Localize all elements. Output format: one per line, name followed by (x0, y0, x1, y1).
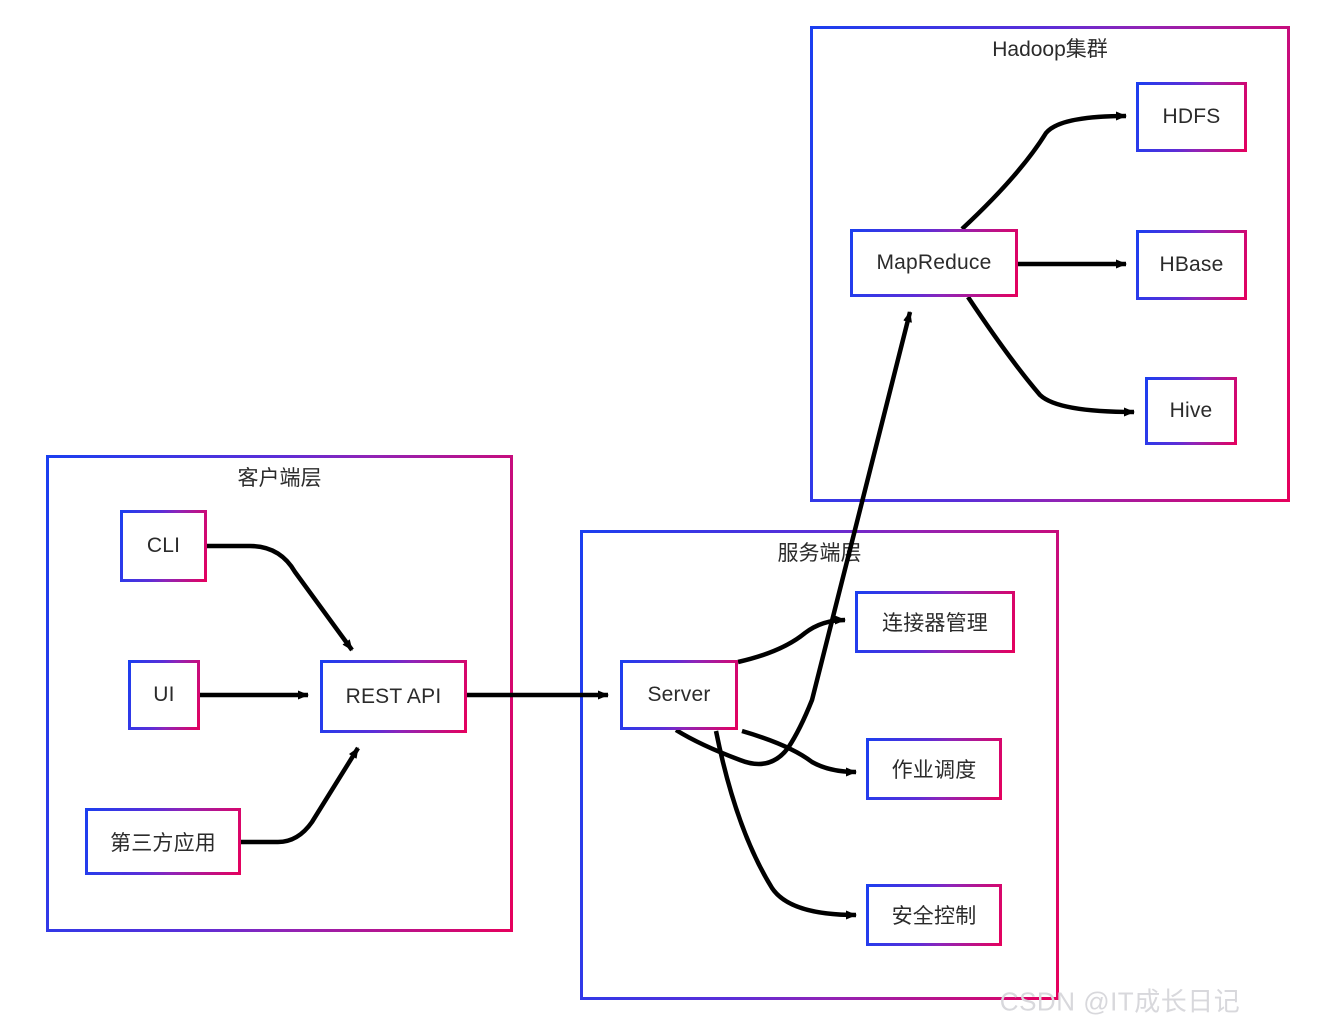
node-hive-label: Hive (1169, 399, 1213, 422)
node-cli[interactable]: CLI (120, 510, 207, 582)
group-server-layer-label: 服务端层 (777, 542, 862, 565)
node-job-scheduling-label: 作业调度 (891, 759, 977, 782)
node-cli-label: CLI (146, 534, 181, 557)
watermark: CSDN @IT成长日记 (999, 986, 1241, 1017)
node-hive[interactable]: Hive (1145, 377, 1237, 445)
node-hdfs-label: HDFS (1162, 105, 1221, 128)
node-hbase-label: HBase (1159, 253, 1224, 276)
node-server[interactable]: Server (620, 660, 738, 730)
node-job-scheduling[interactable]: 作业调度 (866, 738, 1002, 800)
node-ui[interactable]: UI (128, 660, 200, 730)
node-mapreduce-label: MapReduce (876, 251, 992, 274)
node-mapreduce[interactable]: MapReduce (850, 229, 1018, 297)
node-rest-api[interactable]: REST API (320, 660, 467, 733)
node-server-label: Server (647, 683, 711, 706)
node-ui-label: UI (153, 683, 175, 706)
node-connector-management-label: 连接器管理 (882, 612, 988, 635)
node-rest-api-label: REST API (345, 684, 442, 708)
node-third-party-app-label: 第三方应用 (110, 831, 216, 855)
node-hdfs[interactable]: HDFS (1136, 82, 1247, 152)
group-hadoop-cluster-label: Hadoop集群 (992, 38, 1108, 61)
node-security-control-label: 安全控制 (891, 905, 977, 928)
node-security-control[interactable]: 安全控制 (866, 884, 1002, 946)
group-client-layer-label: 客户端层 (237, 467, 322, 490)
node-connector-management[interactable]: 连接器管理 (855, 591, 1015, 653)
node-third-party-app[interactable]: 第三方应用 (85, 808, 241, 875)
node-hbase[interactable]: HBase (1136, 230, 1247, 300)
